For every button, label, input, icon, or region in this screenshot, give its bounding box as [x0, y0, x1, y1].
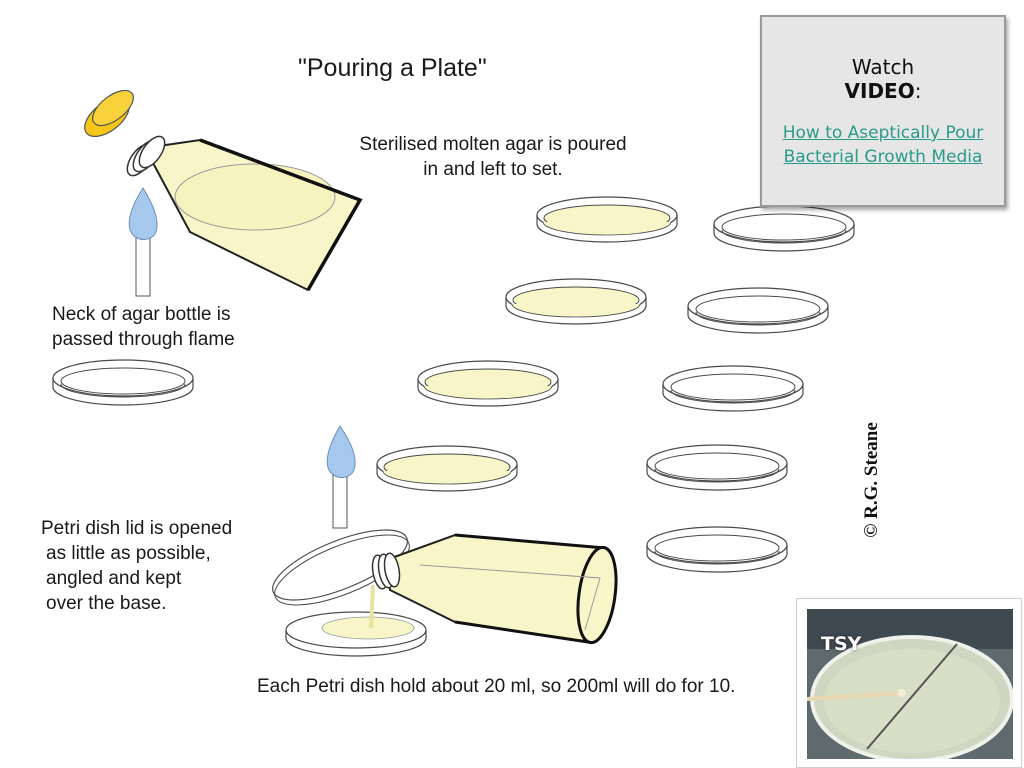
video-link-line-2[interactable]: Bacterial Growth Media — [783, 147, 983, 167]
agar-bottle-pouring — [371, 533, 618, 645]
bottle-cap — [84, 89, 134, 138]
bunsen-flame-top — [128, 187, 158, 297]
video-colon: : — [914, 79, 922, 103]
petri-dish-lid-open — [272, 529, 410, 606]
neck-label-line-2: passed through flame — [52, 329, 235, 350]
photo-plate-label: TSY — [821, 633, 862, 655]
lid-label-line-2: as little as possible, — [46, 543, 211, 564]
lid-label-line-3: angled and kept — [46, 568, 182, 589]
volume-note: Each Petri dish hold about 20 ml, so 200… — [257, 676, 736, 697]
lid-label-line-1: Petri dish lid is opened — [41, 518, 233, 539]
agar-label-line-1: Sterilised molten agar is poured — [359, 134, 627, 155]
petri-dish-empty — [52, 359, 194, 406]
video-link[interactable]: How to Aseptically Pour Bacterial Growth… — [762, 121, 1004, 169]
neck-flame-label: Neck of agar bottle is passed through fl… — [52, 302, 235, 352]
petri-dish-empty — [646, 444, 788, 491]
petri-dish-agar — [505, 278, 647, 325]
petri-dish-base-pouring — [285, 584, 427, 657]
agar-plate-photo[interactable]: TSY — [796, 598, 1022, 768]
agar-bottle-top — [126, 135, 363, 292]
plate-photo-image — [807, 609, 1013, 759]
petri-dish-agar — [376, 445, 518, 492]
neck-label-line-1: Neck of agar bottle is — [52, 304, 231, 325]
petri-dish-empty — [713, 205, 855, 252]
lid-opened-label: Petri dish lid is opened as little as po… — [41, 516, 232, 616]
petri-dish-empty — [687, 287, 829, 334]
diagram-title: "Pouring a Plate" — [298, 54, 487, 82]
video-label: VIDEO — [844, 79, 915, 103]
petri-dish-agar — [417, 360, 559, 407]
petri-dish-empty — [662, 365, 804, 412]
petri-dish-empty — [646, 526, 788, 573]
watch-label: Watch — [851, 55, 915, 79]
video-link-line-1[interactable]: How to Aseptically Pour — [782, 123, 984, 143]
bunsen-flame-bottom — [326, 425, 356, 529]
video-callout-box: Watch VIDEO: How to Aseptically Pour Bac… — [760, 15, 1006, 207]
copyright-text: © R.G. Steane — [861, 422, 882, 538]
lid-label-line-4: over the base. — [46, 593, 167, 614]
agar-poured-label: Sterilised molten agar is poured in and … — [343, 132, 643, 182]
petri-dish-agar — [536, 196, 678, 243]
copyright-credit: © R.G. Steane — [852, 400, 892, 560]
agar-label-line-2: in and left to set. — [423, 159, 563, 180]
